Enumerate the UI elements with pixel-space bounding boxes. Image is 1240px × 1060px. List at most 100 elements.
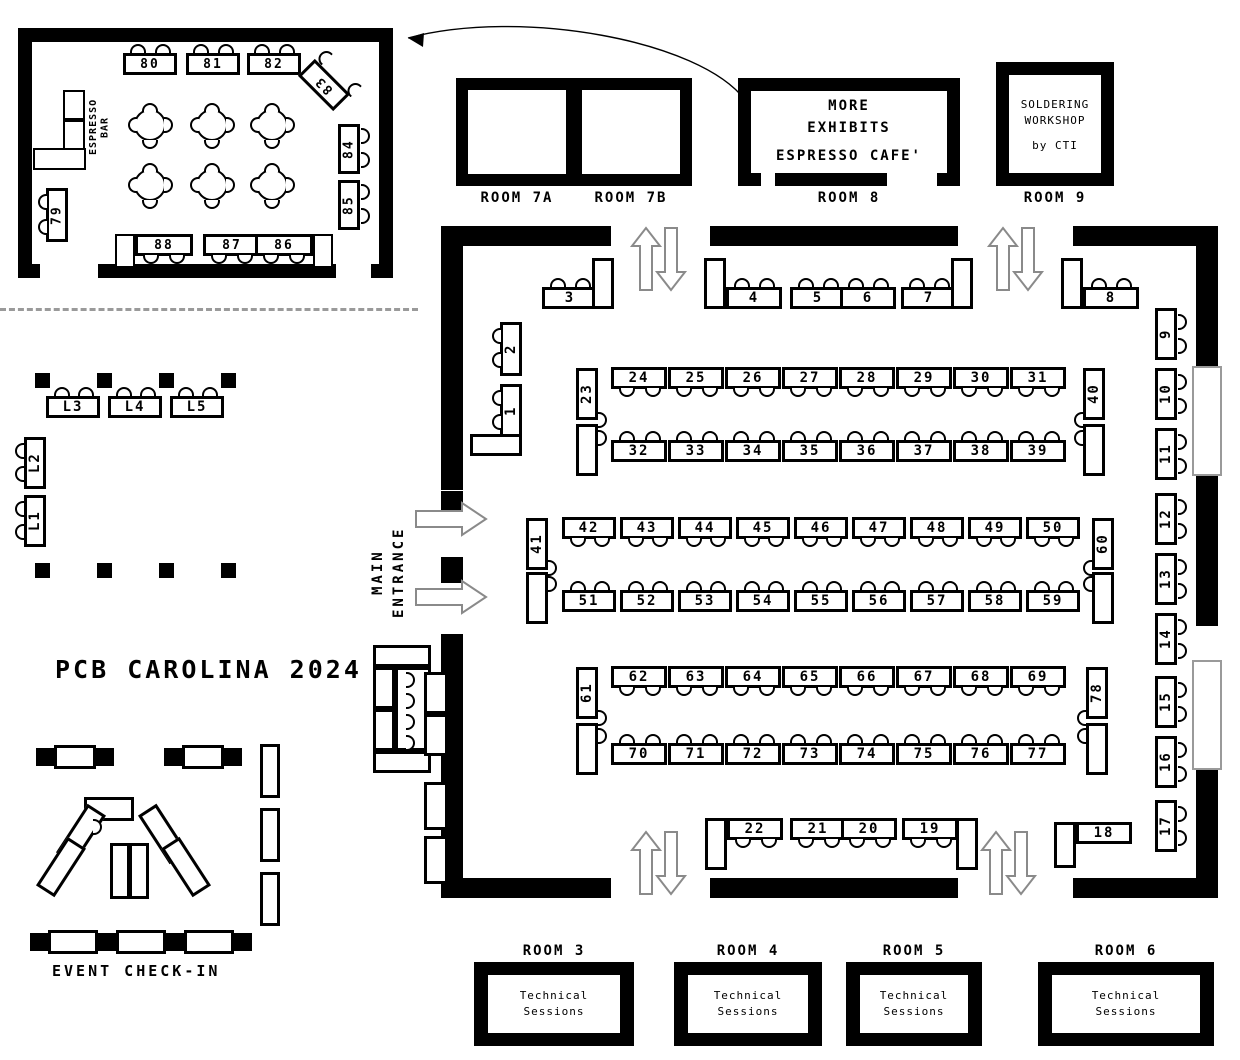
booth-78[interactable]: 78: [1086, 667, 1108, 719]
booth-24[interactable]: 24: [611, 367, 667, 389]
booth-54[interactable]: 54: [736, 590, 790, 612]
booth-8[interactable]: 8: [1083, 287, 1139, 309]
booth-44[interactable]: 44: [678, 517, 732, 539]
booth-29[interactable]: 29: [896, 367, 952, 389]
booth-85[interactable]: 85: [338, 180, 360, 230]
booth-86[interactable]: 86: [255, 234, 313, 256]
booth-32[interactable]: 32: [611, 440, 667, 462]
booth-22[interactable]: 22: [727, 818, 783, 840]
booth-64[interactable]: 64: [725, 666, 781, 688]
booth-2[interactable]: 2: [500, 322, 522, 376]
booth-7[interactable]: 7: [901, 287, 957, 309]
booth-20[interactable]: 20: [841, 818, 897, 840]
booth-69[interactable]: 69: [1010, 666, 1066, 688]
booth-51[interactable]: 51: [562, 590, 616, 612]
booth-36[interactable]: 36: [839, 440, 895, 462]
booth-L5[interactable]: L5: [170, 396, 224, 418]
booth-65[interactable]: 65: [782, 666, 838, 688]
booth-68[interactable]: 68: [953, 666, 1009, 688]
booth-48[interactable]: 48: [910, 517, 964, 539]
booth-15[interactable]: 15: [1155, 676, 1177, 728]
booth-80[interactable]: 80: [123, 53, 177, 75]
booth-1[interactable]: 1: [500, 384, 522, 438]
booth-34[interactable]: 34: [725, 440, 781, 462]
booth-35[interactable]: 35: [782, 440, 838, 462]
room-4-box[interactable]: Technical Sessions: [674, 962, 822, 1046]
booth-27[interactable]: 27: [782, 367, 838, 389]
booth-77[interactable]: 77: [1010, 743, 1066, 765]
booth-46[interactable]: 46: [794, 517, 848, 539]
booth-67[interactable]: 67: [896, 666, 952, 688]
booth-79[interactable]: 79: [46, 188, 68, 242]
booth-47[interactable]: 47: [852, 517, 906, 539]
booth-87[interactable]: 87: [203, 234, 261, 256]
booth-66[interactable]: 66: [839, 666, 895, 688]
booth-45[interactable]: 45: [736, 517, 790, 539]
booth-23[interactable]: 23: [576, 368, 598, 420]
room-5-box[interactable]: Technical Sessions: [846, 962, 982, 1046]
booth-75[interactable]: 75: [896, 743, 952, 765]
hall-exit-door-upper[interactable]: [1192, 366, 1222, 476]
booth-L3[interactable]: L3: [46, 396, 100, 418]
booth-70[interactable]: 70: [611, 743, 667, 765]
booth-37[interactable]: 37: [896, 440, 952, 462]
booth-9[interactable]: 9: [1155, 308, 1177, 360]
booth-56[interactable]: 56: [852, 590, 906, 612]
booth-74[interactable]: 74: [839, 743, 895, 765]
booth-73[interactable]: 73: [782, 743, 838, 765]
booth-33[interactable]: 33: [668, 440, 724, 462]
booth-49[interactable]: 49: [968, 517, 1022, 539]
booth-30[interactable]: 30: [953, 367, 1009, 389]
booth-82[interactable]: 82: [247, 53, 301, 75]
booth-43[interactable]: 43: [620, 517, 674, 539]
booth-41[interactable]: 41: [526, 518, 548, 570]
booth-18[interactable]: 18: [1076, 822, 1132, 844]
booth-60[interactable]: 60: [1092, 518, 1114, 570]
booth-63[interactable]: 63: [668, 666, 724, 688]
booth-53[interactable]: 53: [678, 590, 732, 612]
booth-12[interactable]: 12: [1155, 493, 1177, 545]
hall-exit-door-lower[interactable]: [1192, 660, 1222, 770]
room-7b-box[interactable]: [570, 78, 692, 186]
booth-61[interactable]: 61: [576, 667, 598, 719]
booth-4[interactable]: 4: [726, 287, 782, 309]
booth-84[interactable]: 84: [338, 124, 360, 174]
booth-72[interactable]: 72: [725, 743, 781, 765]
booth-71[interactable]: 71: [668, 743, 724, 765]
booth-59[interactable]: 59: [1026, 590, 1080, 612]
booth-3[interactable]: 3: [542, 287, 598, 309]
room-3-box[interactable]: Technical Sessions: [474, 962, 634, 1046]
booth-L1[interactable]: L1: [24, 495, 46, 547]
booth-55[interactable]: 55: [794, 590, 848, 612]
booth-5[interactable]: 5: [790, 287, 846, 309]
booth-52[interactable]: 52: [620, 590, 674, 612]
booth-40[interactable]: 40: [1083, 368, 1105, 420]
booth-16[interactable]: 16: [1155, 736, 1177, 788]
booth-62[interactable]: 62: [611, 666, 667, 688]
booth-10[interactable]: 10: [1155, 368, 1177, 420]
booth-31[interactable]: 31: [1010, 367, 1066, 389]
booth-88[interactable]: 88: [135, 234, 193, 256]
booth-11[interactable]: 11: [1155, 428, 1177, 480]
booth-25[interactable]: 25: [668, 367, 724, 389]
booth-76[interactable]: 76: [953, 743, 1009, 765]
room-7a-box[interactable]: [456, 78, 578, 186]
room-6-box[interactable]: Technical Sessions: [1038, 962, 1214, 1046]
booth-39[interactable]: 39: [1010, 440, 1066, 462]
booth-21[interactable]: 21: [790, 818, 846, 840]
booth-6[interactable]: 6: [840, 287, 896, 309]
room-9-box[interactable]: SOLDERING WORKSHOP by CTI: [996, 62, 1114, 186]
booth-17[interactable]: 17: [1155, 800, 1177, 852]
booth-50[interactable]: 50: [1026, 517, 1080, 539]
booth-26[interactable]: 26: [725, 367, 781, 389]
booth-19[interactable]: 19: [902, 818, 958, 840]
booth-L2[interactable]: L2: [24, 437, 46, 489]
booth-28[interactable]: 28: [839, 367, 895, 389]
booth-58[interactable]: 58: [968, 590, 1022, 612]
booth-42[interactable]: 42: [562, 517, 616, 539]
booth-13[interactable]: 13: [1155, 553, 1177, 605]
booth-57[interactable]: 57: [910, 590, 964, 612]
booth-81[interactable]: 81: [186, 53, 240, 75]
booth-14[interactable]: 14: [1155, 613, 1177, 665]
booth-38[interactable]: 38: [953, 440, 1009, 462]
